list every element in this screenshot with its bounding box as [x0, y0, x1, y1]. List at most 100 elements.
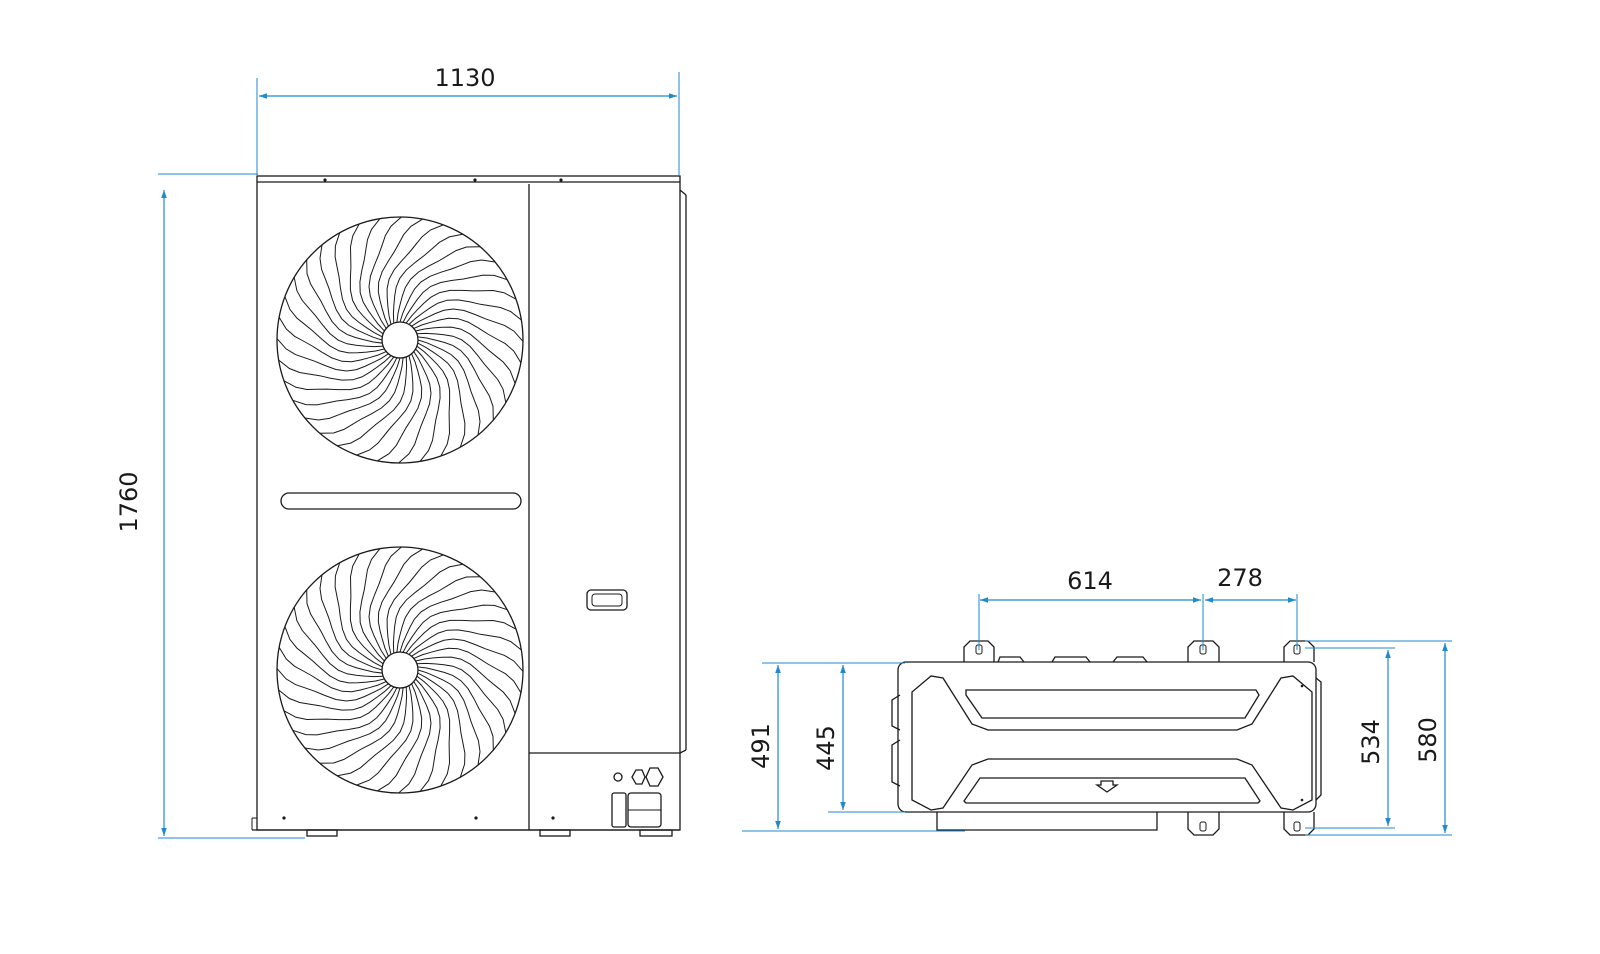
fan-blade	[399, 589, 496, 653]
fan-blade	[415, 656, 516, 714]
mounting-feet	[963, 640, 1315, 836]
top-depth-outer-dimension: 491	[742, 662, 965, 832]
fan-blade	[417, 672, 466, 778]
dimension-label: 491	[747, 723, 775, 769]
fan-blade	[415, 326, 516, 384]
fan-blade	[398, 351, 432, 464]
fan-blade	[337, 686, 408, 777]
top-span-right-dimension: 278	[1205, 564, 1298, 650]
fan-blade	[356, 355, 414, 456]
fan-blade	[408, 299, 522, 325]
unit-top-outline	[897, 661, 1317, 813]
fan-blade	[304, 687, 401, 751]
fan-blade	[413, 317, 522, 363]
fan-blade	[359, 218, 385, 332]
fan-blade	[415, 348, 441, 462]
top-depth-inner-dimension: 445	[812, 665, 905, 813]
fan-blade	[283, 686, 395, 721]
fan-blade	[416, 675, 451, 787]
fan-blade	[377, 218, 423, 327]
foot	[306, 829, 338, 837]
fan-blade	[411, 638, 524, 672]
fan-blade	[402, 604, 508, 653]
fan-blade	[292, 687, 398, 736]
dimension-label: 278	[1217, 564, 1263, 592]
fan-blade	[396, 246, 481, 323]
foot	[639, 829, 673, 837]
fan-top	[276, 216, 524, 464]
fan-blade	[334, 562, 383, 668]
fan-blade	[276, 338, 389, 372]
dimension-label: 580	[1414, 717, 1442, 763]
fan-blade	[417, 339, 481, 436]
fan-blade	[293, 607, 384, 678]
fan-blade	[278, 685, 392, 711]
fan-hub	[381, 321, 419, 359]
fan-blade	[304, 357, 401, 421]
dimension-label: 445	[812, 725, 840, 771]
fan-blade	[402, 274, 508, 323]
fan-blade	[276, 668, 389, 702]
fan-blade	[396, 576, 481, 653]
fan-blade	[405, 619, 517, 654]
fan-blade	[278, 647, 387, 693]
fan-blade	[319, 687, 404, 764]
fan-blade	[292, 357, 398, 406]
fan-blade	[417, 669, 481, 766]
pipe-port	[631, 769, 646, 785]
front-width-dimension: 1130	[256, 64, 680, 175]
top-grille	[963, 777, 1261, 804]
fan-blade	[386, 224, 444, 325]
top-feet-outer-dimension: 580	[1305, 640, 1452, 836]
fan-blade	[356, 685, 414, 786]
fan-blade	[377, 353, 423, 462]
fan-blade	[417, 342, 466, 448]
dimension-label: 534	[1357, 719, 1385, 765]
front-view	[251, 175, 687, 837]
dimension-label: 1130	[434, 64, 495, 92]
fan-blade	[416, 332, 507, 403]
fan-blade	[392, 233, 463, 324]
dimension-label: 1760	[115, 471, 143, 532]
fan-guard-ring	[276, 546, 524, 794]
fan-blade	[306, 259, 383, 344]
fan-blade	[337, 356, 408, 447]
vent-slot	[280, 492, 522, 510]
fan-blade	[411, 308, 524, 342]
fan-bottom	[276, 546, 524, 794]
fan-blade	[392, 563, 463, 654]
fan-blade	[377, 683, 423, 792]
arrow-icon	[1094, 780, 1120, 793]
fan-guard-ring	[276, 216, 524, 464]
dimension-label: 614	[1067, 567, 1113, 595]
top-view	[891, 640, 1322, 836]
fan-blade	[284, 296, 385, 354]
fan-blade	[417, 666, 494, 751]
fan-blade	[319, 357, 404, 434]
unit-casing	[256, 175, 681, 831]
fan-blade	[398, 681, 432, 794]
fan-blade	[319, 244, 383, 341]
fan-blade	[349, 553, 384, 665]
fan-blade	[368, 216, 402, 329]
fan-blade	[416, 345, 451, 457]
fan-blade	[278, 355, 392, 381]
fan-blade	[405, 289, 517, 324]
front-height-dimension: 1760	[115, 173, 305, 839]
pipe-port	[645, 767, 664, 787]
fan-blade	[293, 277, 384, 348]
fan-blade	[368, 546, 402, 659]
fan-blade	[319, 574, 383, 671]
fan-blade	[284, 626, 385, 684]
fan-blade	[283, 356, 395, 391]
fan-blade	[334, 232, 383, 338]
top-span-left-dimension: 614	[978, 567, 1204, 650]
fan-blade	[417, 336, 494, 421]
fan-hub	[381, 651, 419, 689]
fan-blade	[359, 548, 385, 662]
fan-blade	[278, 317, 387, 363]
fan-blade	[408, 629, 522, 655]
fan-blade	[416, 662, 507, 733]
fan-blade	[306, 589, 383, 674]
